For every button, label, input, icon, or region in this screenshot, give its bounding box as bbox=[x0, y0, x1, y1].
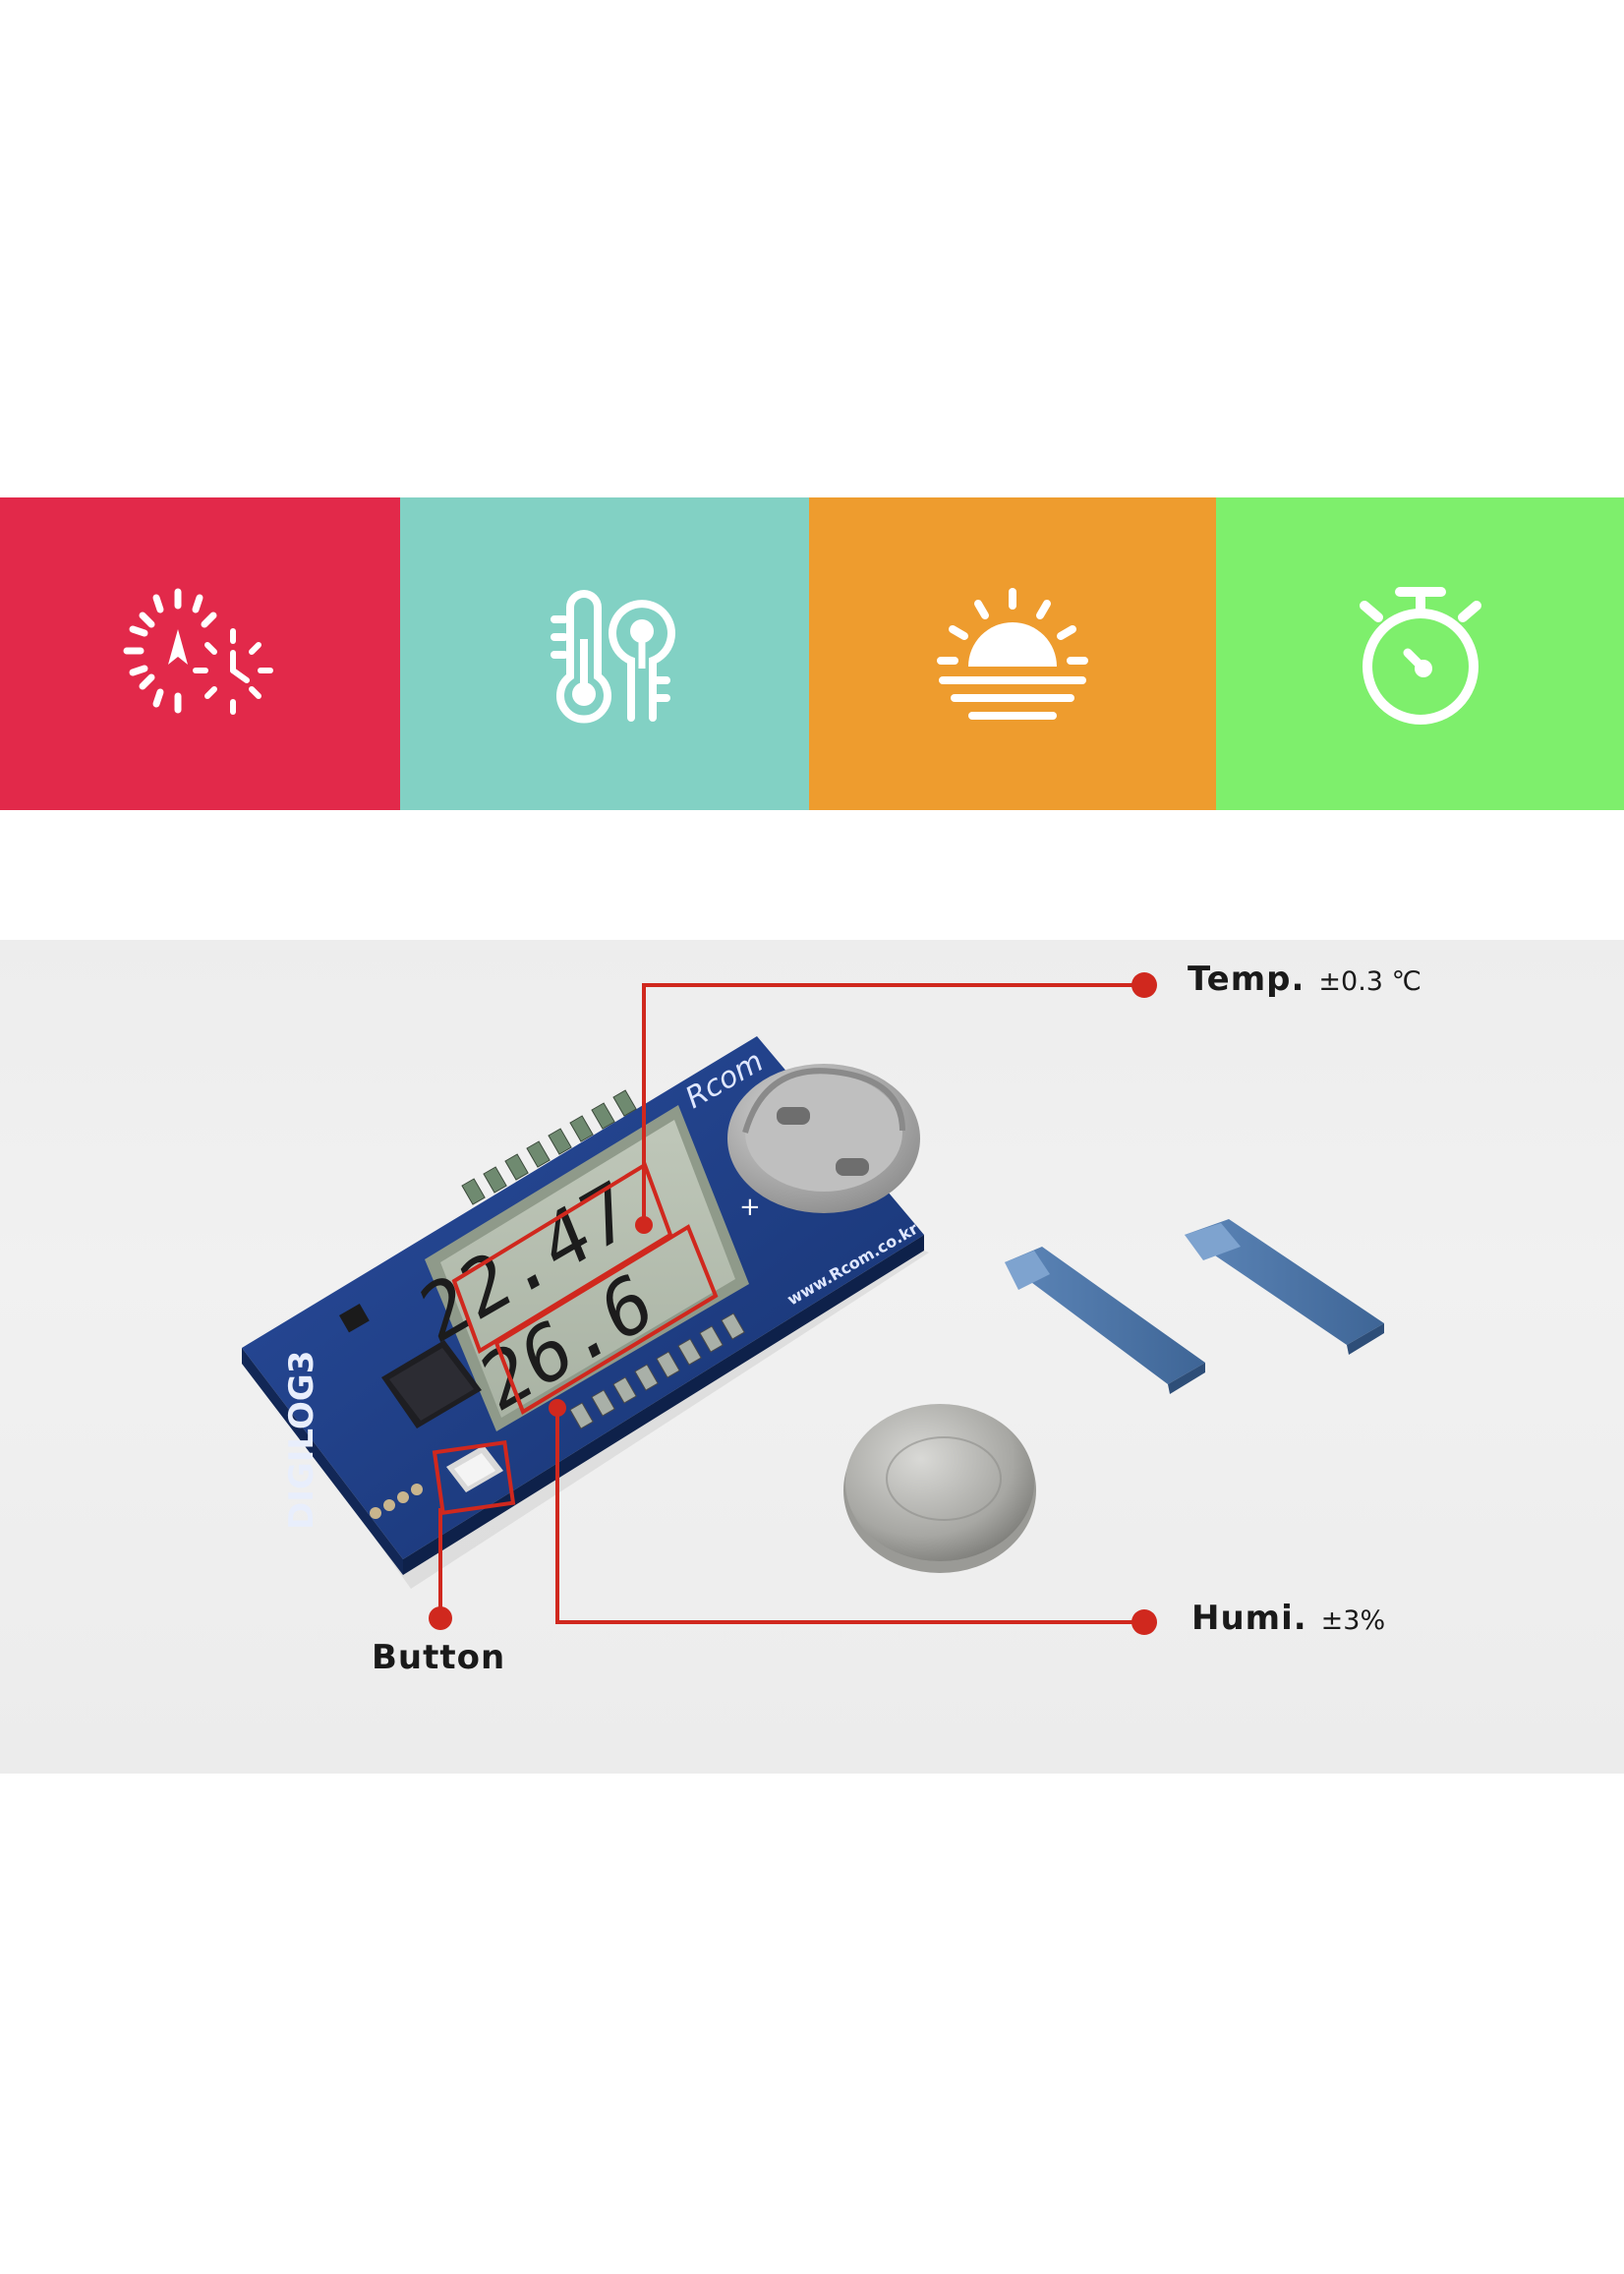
feature-band bbox=[0, 497, 1624, 810]
product-illustration: + Rcom www.Rcom.co.kr bbox=[242, 972, 1384, 1635]
pcb-board: + Rcom www.Rcom.co.kr bbox=[242, 1036, 924, 1575]
stopwatch-icon bbox=[1359, 587, 1481, 725]
board-label: DIGILOG3 bbox=[282, 1351, 321, 1530]
sunrise-icon bbox=[937, 588, 1088, 720]
button-label: Button bbox=[372, 1638, 506, 1677]
tile-clock bbox=[0, 497, 400, 810]
humi-label: Humi. bbox=[1191, 1599, 1307, 1638]
push-button bbox=[446, 1445, 503, 1492]
callout-lines bbox=[438, 983, 1144, 1624]
humi-callout: Humi. ±3% bbox=[1191, 1599, 1385, 1638]
coin-cell-battery bbox=[843, 1404, 1036, 1573]
sensor-strip-2 bbox=[1185, 1219, 1384, 1355]
svg-text:+: + bbox=[739, 1193, 761, 1222]
temp-accuracy: ±0.3 ℃ bbox=[1318, 966, 1421, 997]
temp-callout: Temp. ±0.3 ℃ bbox=[1188, 960, 1421, 999]
sensor-strip-1 bbox=[1005, 1247, 1205, 1394]
product-photo: + Rcom www.Rcom.co.kr bbox=[0, 940, 1624, 1774]
coin-cell-holder: + bbox=[727, 1064, 920, 1222]
tile-sunrise bbox=[809, 497, 1216, 810]
button-callout: Button bbox=[372, 1638, 505, 1677]
tile-stopwatch bbox=[1216, 497, 1624, 810]
temp-label: Temp. bbox=[1188, 960, 1305, 999]
tile-thermo-hygro bbox=[400, 497, 809, 810]
dual-clock-icon bbox=[123, 588, 273, 715]
thermometer-hygrometer-icon bbox=[551, 590, 675, 724]
humi-accuracy: ±3% bbox=[1320, 1605, 1386, 1636]
